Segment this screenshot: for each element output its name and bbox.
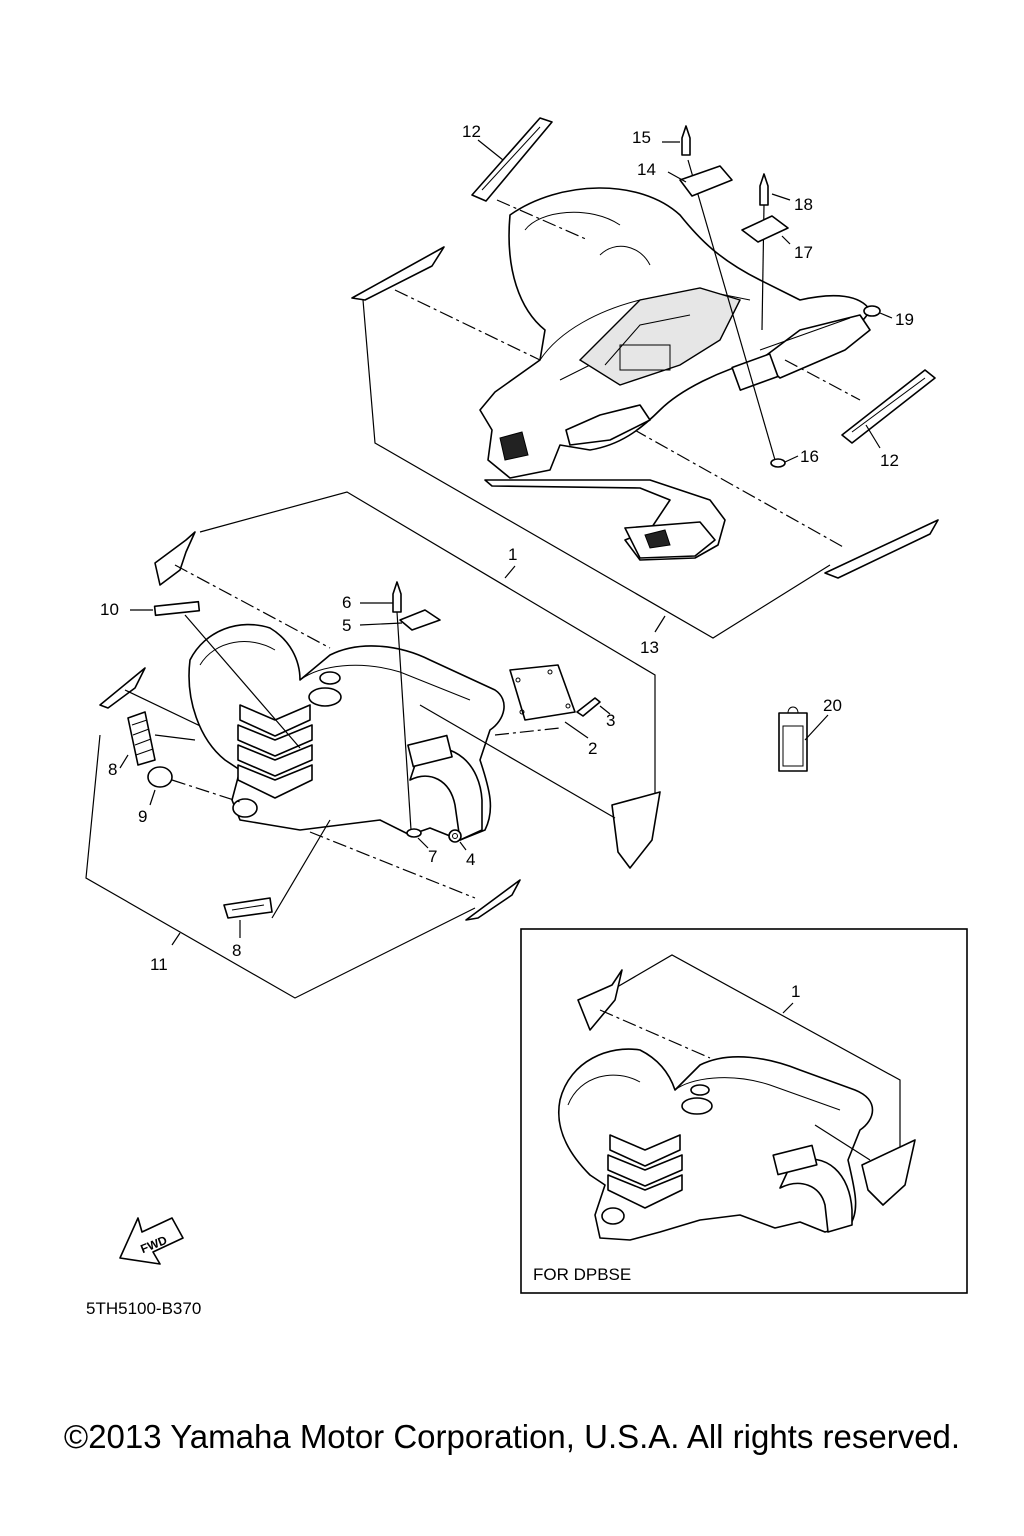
callout-3: 3 xyxy=(606,711,615,730)
front-emblem-decal-10: 10 xyxy=(100,600,301,749)
callout-10: 10 xyxy=(100,600,119,619)
front-grommets-4-7: 7 4 xyxy=(406,828,475,869)
inset-grille xyxy=(607,1134,683,1209)
front-grille xyxy=(237,704,313,799)
rear-side-decal-left xyxy=(351,246,445,301)
callout-12-lower: 12 xyxy=(880,451,899,470)
front-side-decal-right xyxy=(611,791,661,869)
warning-label-20: 20 xyxy=(778,696,842,772)
callout-15: 15 xyxy=(632,128,651,147)
rear-emblem-decal-lower: 12 xyxy=(784,359,936,470)
front-decal-8-left: 8 xyxy=(108,711,196,779)
rear-grommet-16: 16 xyxy=(770,447,819,468)
rear-grommet-19: 19 xyxy=(863,305,914,329)
callout-8-bottom: 8 xyxy=(232,941,241,960)
diagram-code: 5TH5100-B370 xyxy=(86,1299,201,1318)
inset-side-decal-right xyxy=(861,1139,916,1206)
callout-16: 16 xyxy=(800,447,819,466)
rear-fastener-14-15: 15 14 xyxy=(632,125,776,461)
rear-fastener-17-18: 18 17 xyxy=(741,173,813,331)
callout-17: 17 xyxy=(794,243,813,262)
callout-6: 6 xyxy=(342,593,351,612)
rear-fender-group xyxy=(351,187,939,639)
callout-9: 9 xyxy=(138,807,147,826)
front-plate-2-3: 3 2 xyxy=(509,664,615,758)
callout-5: 5 xyxy=(342,616,351,635)
callout-19: 19 xyxy=(895,310,914,329)
callout-12-upper: 12 xyxy=(462,122,481,141)
callout-13: 13 xyxy=(640,638,659,657)
front-fastener-5-6: 6 5 xyxy=(342,581,441,831)
rear-emblem-decal-upper: 12 xyxy=(462,117,589,241)
callout-18: 18 xyxy=(794,195,813,214)
headlight-lens-9: 9 xyxy=(138,766,241,826)
callout-14: 14 xyxy=(637,160,656,179)
copyright-notice: ©2013 Yamaha Motor Corporation, U.S.A. A… xyxy=(63,1418,961,1455)
callout-20: 20 xyxy=(823,696,842,715)
callout-1-inset: 1 xyxy=(791,982,800,1001)
callout-4: 4 xyxy=(466,850,475,869)
rear-side-decal-right xyxy=(824,519,939,579)
callout-1: 1 xyxy=(508,545,517,564)
inset-caption: FOR DPBSE xyxy=(533,1265,631,1284)
inset-dpbse: FOR DPBSE 1 xyxy=(520,928,968,1294)
callout-11: 11 xyxy=(150,955,168,974)
front-fender-group: 1 11 xyxy=(85,491,661,999)
front-side-decal-left xyxy=(154,531,196,586)
callout-8-left: 8 xyxy=(108,760,117,779)
front-decal-8-bottom: 8 xyxy=(223,819,331,960)
fwd-arrow: FWD xyxy=(119,1217,184,1265)
callout-2: 2 xyxy=(588,739,597,758)
callout-7: 7 xyxy=(428,847,437,866)
